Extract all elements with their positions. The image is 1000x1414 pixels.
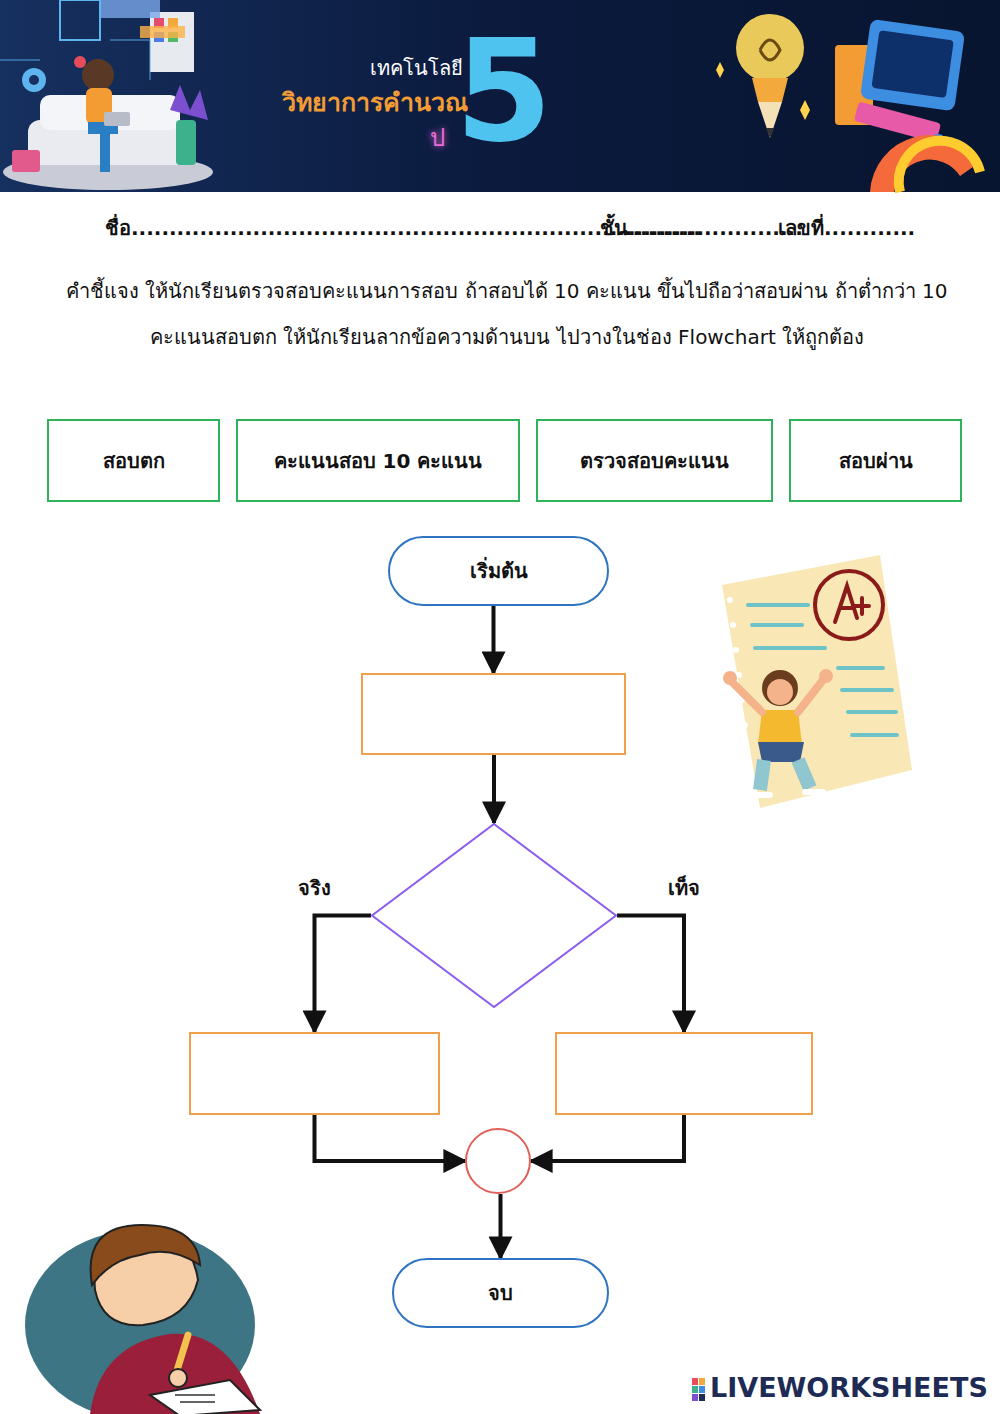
process-box <box>555 1032 813 1115</box>
process-box <box>361 673 626 755</box>
flow-arrow <box>617 916 684 1033</box>
flow-arrow <box>499 1194 503 1258</box>
circle-outline <box>466 1129 530 1193</box>
header-scene-left <box>0 0 213 190</box>
node-text: ตรวจสอบคะแนน <box>570 445 739 477</box>
edge-label: เท็จ <box>665 872 703 904</box>
start-terminal: เริ่มต้น <box>388 536 609 606</box>
student-illustration <box>722 555 912 808</box>
boy-writing-illustration <box>25 1225 260 1414</box>
class-field: ชั้น....................... <box>600 212 803 244</box>
circle-outline <box>465 1128 531 1194</box>
edge-label: จริง <box>295 872 334 904</box>
header-subject: เทคโนโลยี <box>370 52 463 84</box>
diamond-outline <box>371 823 617 1008</box>
instructions: คำชี้แจง ให้นักเรียนตรวจสอบคะแนนการสอบ ถ… <box>66 268 980 360</box>
decision-diamond <box>371 823 617 1008</box>
number-field: เลขที่............ <box>778 212 915 244</box>
flow-arrow <box>315 1115 466 1161</box>
node-text: สอบผ่าน <box>829 445 923 477</box>
flow-arrow <box>492 755 496 823</box>
watermark-text: LIVEWORKSHEETS <box>710 1372 988 1403</box>
answer-card: คะแนนสอบ 10 คะแนน <box>236 419 520 502</box>
header-scene-right <box>716 14 980 192</box>
watermark-logo <box>692 1378 705 1401</box>
node-text: คะแนนสอบ 10 คะแนน <box>264 445 493 477</box>
header-grade-number: 5 <box>455 22 552 162</box>
process-box <box>189 1032 440 1115</box>
diamond-outline <box>372 824 616 1007</box>
answer-card: สอบตก <box>47 419 220 502</box>
answer-card: ตรวจสอบคะแนน <box>536 419 773 502</box>
node-text: สอบตก <box>93 445 175 477</box>
flow-arrow <box>531 1115 684 1161</box>
header-grade-prefix: ป <box>430 118 445 157</box>
flow-arrow <box>315 916 372 1033</box>
header-title: วิทยาการคำนวณ <box>282 82 468 122</box>
answer-card: สอบผ่าน <box>789 419 962 502</box>
end-terminal: จบ <box>392 1258 609 1328</box>
node-text: เริ่มต้น <box>460 555 538 587</box>
flow-arrow <box>492 606 496 673</box>
connector-circle <box>465 1128 531 1194</box>
header-banner <box>0 0 1000 192</box>
node-text: จบ <box>478 1277 523 1309</box>
